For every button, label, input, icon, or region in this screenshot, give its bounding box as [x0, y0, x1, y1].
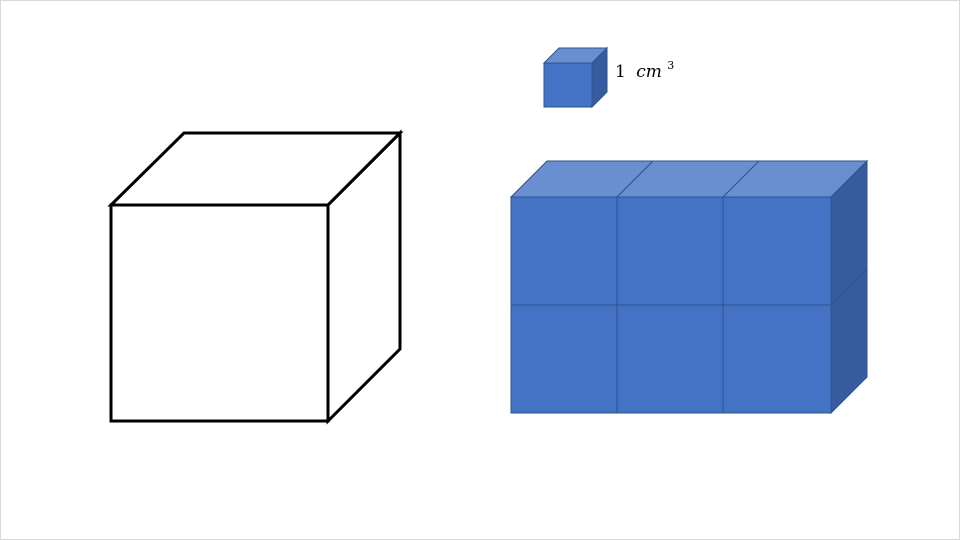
outline-cube-front-face [109, 203, 330, 423]
block-front-face-r2c1 [510, 304, 618, 414]
block-front-face-r2c3 [722, 304, 832, 414]
block-front-face-r1c3 [722, 196, 832, 306]
outline-cube [107, 129, 404, 425]
block-front-face-r1c1 [510, 196, 618, 306]
unit-volume-label: 1 cm 3 [615, 59, 674, 82]
outline-cube-top-face [107, 131, 404, 207]
unit-volume-exponent: 3 [667, 59, 674, 72]
unit-volume-number: 1 [615, 62, 626, 82]
unit-volume-unit: cm [636, 62, 662, 82]
unit-cube-front-face [543, 62, 593, 108]
outline-cube-side-face [326, 129, 402, 425]
unit-cube [542, 46, 609, 109]
cube-block [509, 159, 869, 415]
block-front-face-r1c2 [616, 196, 724, 306]
block-front-face-r2c2 [616, 304, 724, 414]
